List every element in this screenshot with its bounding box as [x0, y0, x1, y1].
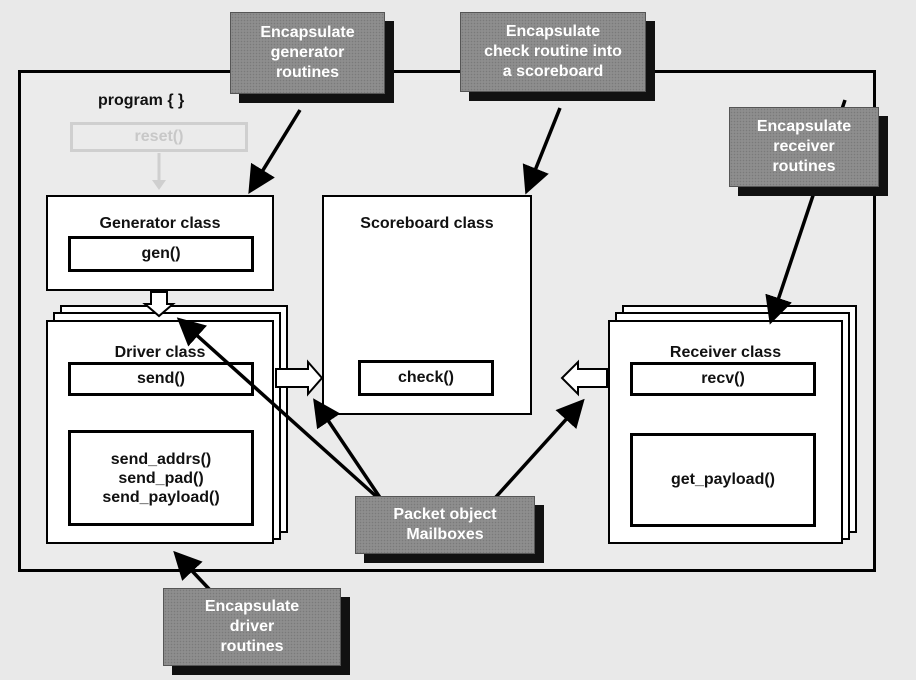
recv-method-box: recv(): [630, 362, 816, 396]
check-callout: Encapsulate check routine into a scorebo…: [460, 12, 646, 92]
receiver-callout-line-1: Encapsulate: [756, 118, 852, 135]
send-addrs-label: send_addrs(): [110, 450, 212, 468]
reset-box: reset(): [70, 122, 248, 152]
packet-to-receiver-arrow: [493, 398, 585, 500]
receiver-callout-line-2: receiver: [773, 138, 835, 155]
packet-callout: Packet object Mailboxes: [355, 496, 535, 554]
check-callout-line-3: a scoreboard: [502, 63, 604, 80]
packet-to-driver-arrow: [176, 317, 380, 500]
scoreboard-class-box: Scoreboard class: [322, 195, 532, 415]
check-callout-line-2: check routine into: [484, 43, 622, 60]
driver-class-title: Driver class: [114, 344, 206, 361]
receiver-callout-line-3: routines: [772, 158, 836, 175]
driver-methods-block: send_addrs() send_pad() send_payload(): [68, 430, 254, 526]
send-payload-label: send_payload(): [102, 488, 220, 506]
packet-to-scoreboard-arrow: [313, 398, 387, 506]
check-method-box: check(): [358, 360, 494, 396]
generator-callout-line-2: generator: [270, 44, 345, 61]
generator-callout-pointer: [248, 109, 302, 194]
reset-down-arrow: [152, 153, 166, 190]
send-method-box: send(): [68, 362, 254, 396]
receiver-callout: Encapsulate receiver routines: [729, 107, 879, 187]
packet-callout-line-1: Packet object: [393, 506, 497, 523]
gen-method-box: gen(): [68, 236, 254, 272]
get-payload-method-box: get_payload(): [630, 433, 816, 527]
driver-callout-line-3: routines: [220, 638, 284, 655]
driver-to-scoreboard-arrow: [275, 359, 324, 397]
generator-callout: Encapsulate generator routines: [230, 12, 385, 94]
packet-callout-line-2: Mailboxes: [406, 526, 484, 543]
driver-callout-line-2: driver: [229, 618, 275, 635]
check-callout-pointer: [522, 107, 562, 195]
send-pad-label: send_pad(): [118, 469, 204, 487]
scoreboard-class-title: Scoreboard class: [360, 215, 494, 232]
driver-callout-line-1: Encapsulate: [204, 598, 300, 615]
driver-callout-pointer: [173, 550, 212, 592]
check-callout-line-1: Encapsulate: [505, 23, 601, 40]
gen-to-driver-arrow: [142, 291, 176, 318]
receiver-to-scoreboard-arrow: [560, 359, 608, 397]
driver-callout: Encapsulate driver routines: [163, 588, 341, 666]
generator-class-title: Generator class: [99, 215, 221, 232]
program-label: program { }: [98, 92, 185, 109]
generator-callout-line-1: Encapsulate: [260, 24, 355, 41]
generator-callout-line-3: routines: [275, 64, 340, 81]
receiver-class-title: Receiver class: [669, 344, 782, 361]
